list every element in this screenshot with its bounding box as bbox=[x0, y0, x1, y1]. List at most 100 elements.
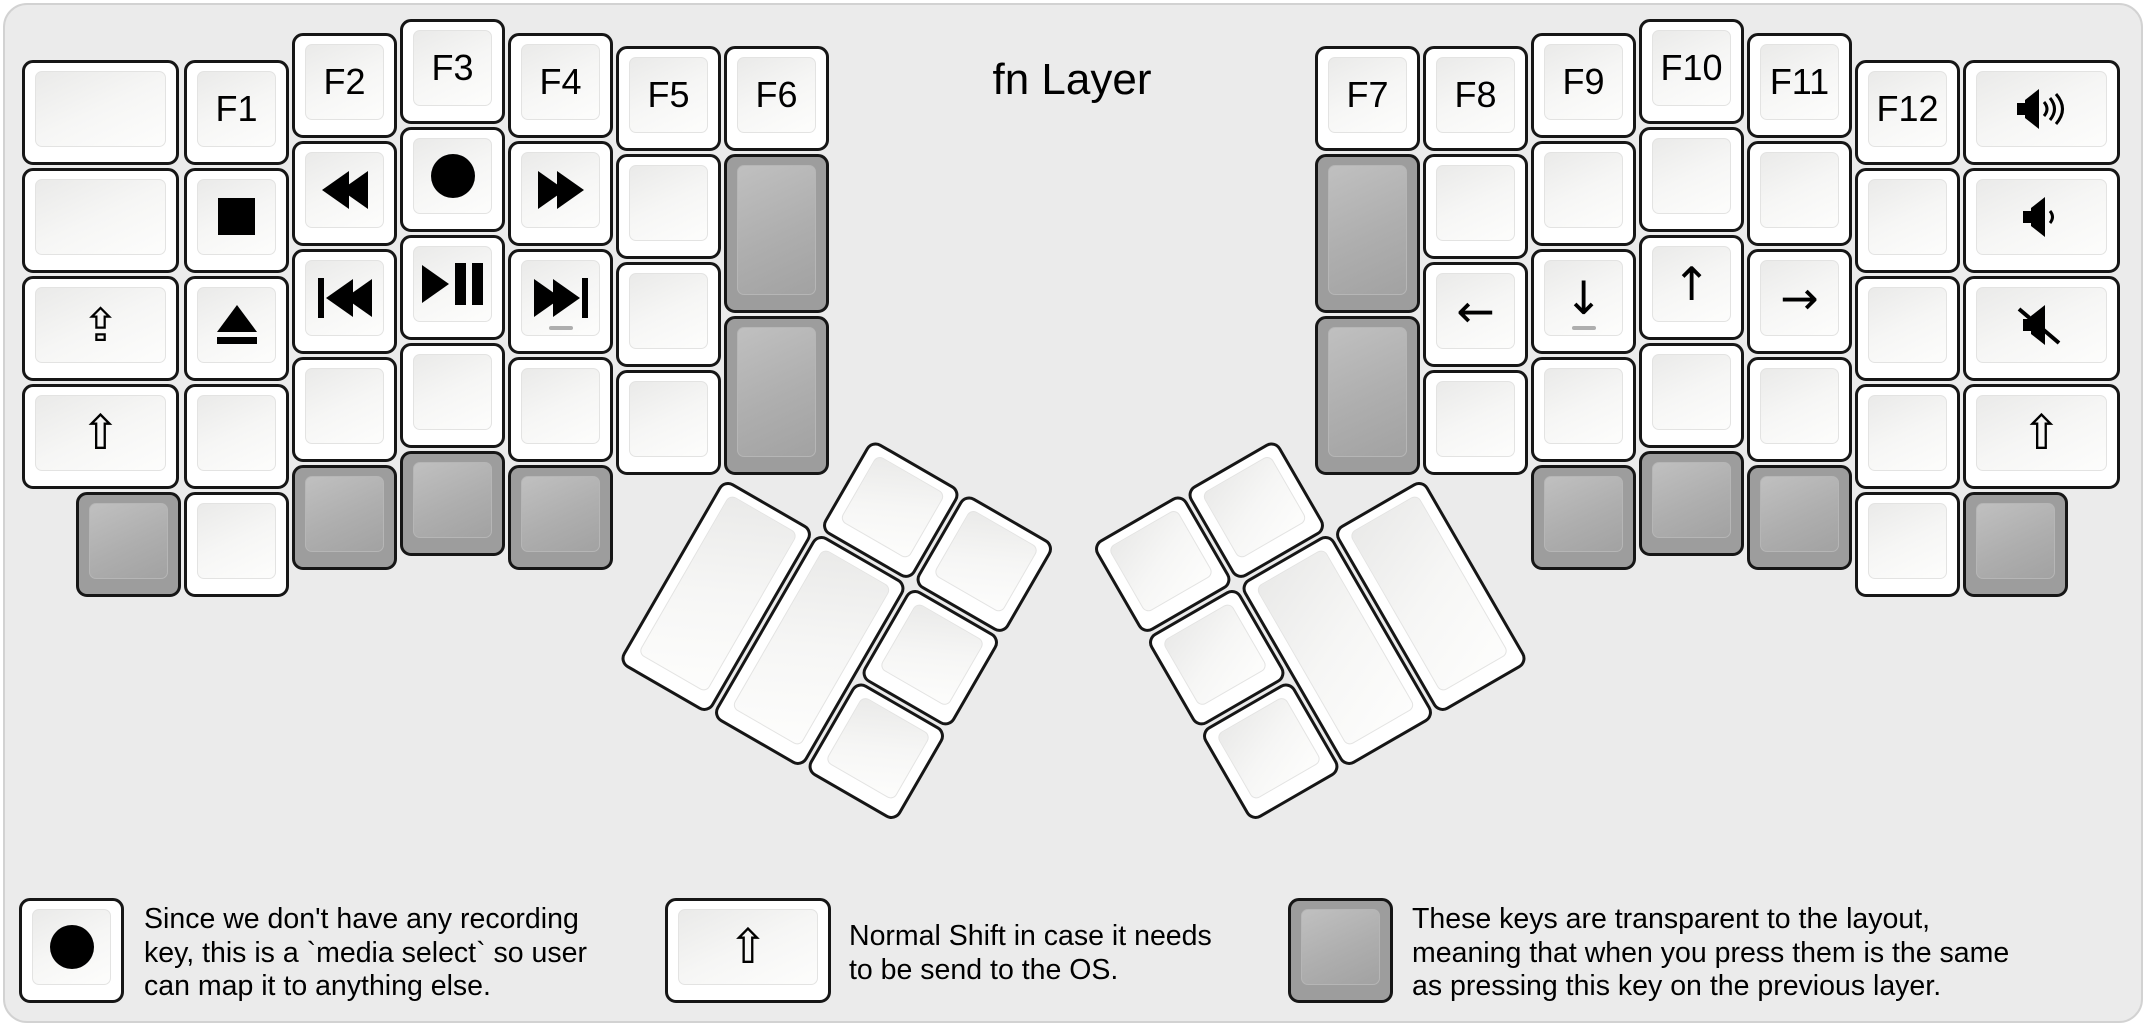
key-f9[interactable]: F9 bbox=[1531, 32, 1636, 138]
key-label: F3 bbox=[431, 47, 474, 88]
key-transparent[interactable] bbox=[724, 316, 829, 475]
key-volume-down[interactable] bbox=[1963, 167, 2120, 273]
key-blank[interactable] bbox=[1747, 140, 1852, 246]
keytop bbox=[305, 367, 384, 444]
key-f5[interactable]: F5 bbox=[616, 46, 721, 151]
key-shift-right[interactable]: ⇧ bbox=[1963, 383, 2120, 489]
key-blank[interactable] bbox=[400, 343, 505, 448]
keytop: ↑ bbox=[1652, 246, 1731, 322]
key-record[interactable] bbox=[400, 127, 505, 232]
key-f10[interactable]: F10 bbox=[1639, 19, 1744, 124]
key-blank[interactable] bbox=[184, 491, 289, 597]
key-f12[interactable]: F12 bbox=[1855, 59, 1960, 165]
key-label: F10 bbox=[1660, 47, 1723, 88]
legend-text-record: Since we don't have any recording key, t… bbox=[144, 903, 587, 1004]
keytop bbox=[1301, 909, 1380, 985]
key-blank[interactable] bbox=[184, 383, 289, 489]
key-transparent[interactable] bbox=[1315, 316, 1420, 475]
keytop bbox=[1760, 151, 1839, 228]
key-f6[interactable]: F6 bbox=[724, 46, 829, 151]
key-arrow-down[interactable]: ↓ bbox=[1531, 248, 1636, 354]
key-blank[interactable] bbox=[1855, 275, 1960, 381]
key-blank[interactable] bbox=[508, 356, 613, 462]
record-icon bbox=[430, 154, 475, 198]
key-transparent[interactable] bbox=[292, 464, 397, 570]
key-transparent[interactable] bbox=[724, 154, 829, 313]
key-f3[interactable]: F3 bbox=[400, 19, 505, 124]
key-blank[interactable] bbox=[616, 370, 721, 475]
key-f2[interactable]: F2 bbox=[292, 32, 397, 138]
legend-line: Since we don't have any recording bbox=[144, 903, 579, 935]
key-blank[interactable] bbox=[1423, 370, 1528, 475]
key-transparent[interactable] bbox=[508, 464, 613, 570]
up-icon: ↑ bbox=[1672, 257, 1711, 311]
key-transparent[interactable] bbox=[1639, 451, 1744, 556]
key-blank[interactable] bbox=[22, 59, 179, 165]
homing-bar bbox=[548, 325, 573, 330]
key-blank[interactable] bbox=[292, 356, 397, 462]
record-icon bbox=[49, 925, 94, 969]
keytop: F1 bbox=[197, 70, 276, 147]
key-fast-forward[interactable] bbox=[508, 140, 613, 246]
key-rewind[interactable] bbox=[292, 140, 397, 246]
key-shift-left[interactable]: ⇧ bbox=[22, 383, 179, 489]
key-play-pause[interactable] bbox=[400, 235, 505, 340]
keytop bbox=[521, 475, 600, 552]
key-blank[interactable] bbox=[616, 154, 721, 259]
key-transparent[interactable] bbox=[400, 451, 505, 556]
keytop bbox=[197, 286, 276, 363]
key-transparent[interactable] bbox=[1531, 464, 1636, 570]
keytop bbox=[1107, 508, 1215, 614]
key-blank[interactable] bbox=[1855, 383, 1960, 489]
key-arrow-right[interactable]: → bbox=[1747, 248, 1852, 354]
legend-line: meaning that when you press them is the … bbox=[1412, 936, 2010, 969]
ff-icon bbox=[537, 170, 584, 209]
key-next-track[interactable] bbox=[508, 248, 613, 354]
key-label: F11 bbox=[1769, 60, 1830, 102]
keytop bbox=[1652, 138, 1731, 214]
key-stop[interactable] bbox=[184, 167, 289, 273]
shift-icon: ⇧ bbox=[727, 919, 769, 975]
key-transparent[interactable] bbox=[1963, 491, 2068, 597]
key-mute[interactable] bbox=[1963, 275, 2120, 381]
key-blank[interactable] bbox=[1531, 356, 1636, 462]
keytop bbox=[413, 138, 492, 214]
key-f8[interactable]: F8 bbox=[1423, 46, 1528, 151]
keytop bbox=[32, 909, 111, 985]
key-prev-track[interactable] bbox=[292, 248, 397, 354]
key-caps-lock[interactable]: ⇪ bbox=[22, 275, 179, 381]
key-arrow-up[interactable]: ↑ bbox=[1639, 235, 1744, 340]
key-transparent[interactable] bbox=[1315, 154, 1420, 313]
key-f4[interactable]: F4 bbox=[508, 32, 613, 138]
key-transparent[interactable] bbox=[1747, 464, 1852, 570]
keytop bbox=[305, 151, 384, 228]
key-transparent[interactable] bbox=[76, 491, 181, 597]
keytop bbox=[1868, 178, 1947, 255]
key-blank[interactable] bbox=[1531, 140, 1636, 246]
key-arrow-left[interactable]: ← bbox=[1423, 262, 1528, 367]
keytop: F3 bbox=[413, 30, 492, 106]
key-blank[interactable] bbox=[22, 167, 179, 273]
key-volume-up[interactable] bbox=[1963, 59, 2120, 165]
key-blank[interactable] bbox=[1639, 343, 1744, 448]
voldown-icon bbox=[2013, 195, 2071, 239]
key-blank[interactable] bbox=[1423, 154, 1528, 259]
key-f7[interactable]: F7 bbox=[1315, 46, 1420, 151]
keytop bbox=[413, 462, 492, 538]
keytop bbox=[824, 695, 932, 801]
keytop bbox=[521, 259, 600, 336]
key-eject[interactable] bbox=[184, 275, 289, 381]
key-blank[interactable] bbox=[1855, 491, 1960, 597]
key-blank[interactable] bbox=[616, 262, 721, 367]
key-blank[interactable] bbox=[1855, 167, 1960, 273]
keytop bbox=[1544, 367, 1623, 444]
key-f11[interactable]: F11 bbox=[1747, 32, 1852, 138]
keytop bbox=[35, 178, 166, 255]
caps-icon: ⇪ bbox=[81, 297, 120, 352]
keytop bbox=[1976, 502, 2055, 579]
keytop bbox=[1328, 327, 1407, 457]
key-blank[interactable] bbox=[1639, 127, 1744, 232]
key-f1[interactable]: F1 bbox=[184, 59, 289, 165]
key-blank[interactable] bbox=[1747, 356, 1852, 462]
